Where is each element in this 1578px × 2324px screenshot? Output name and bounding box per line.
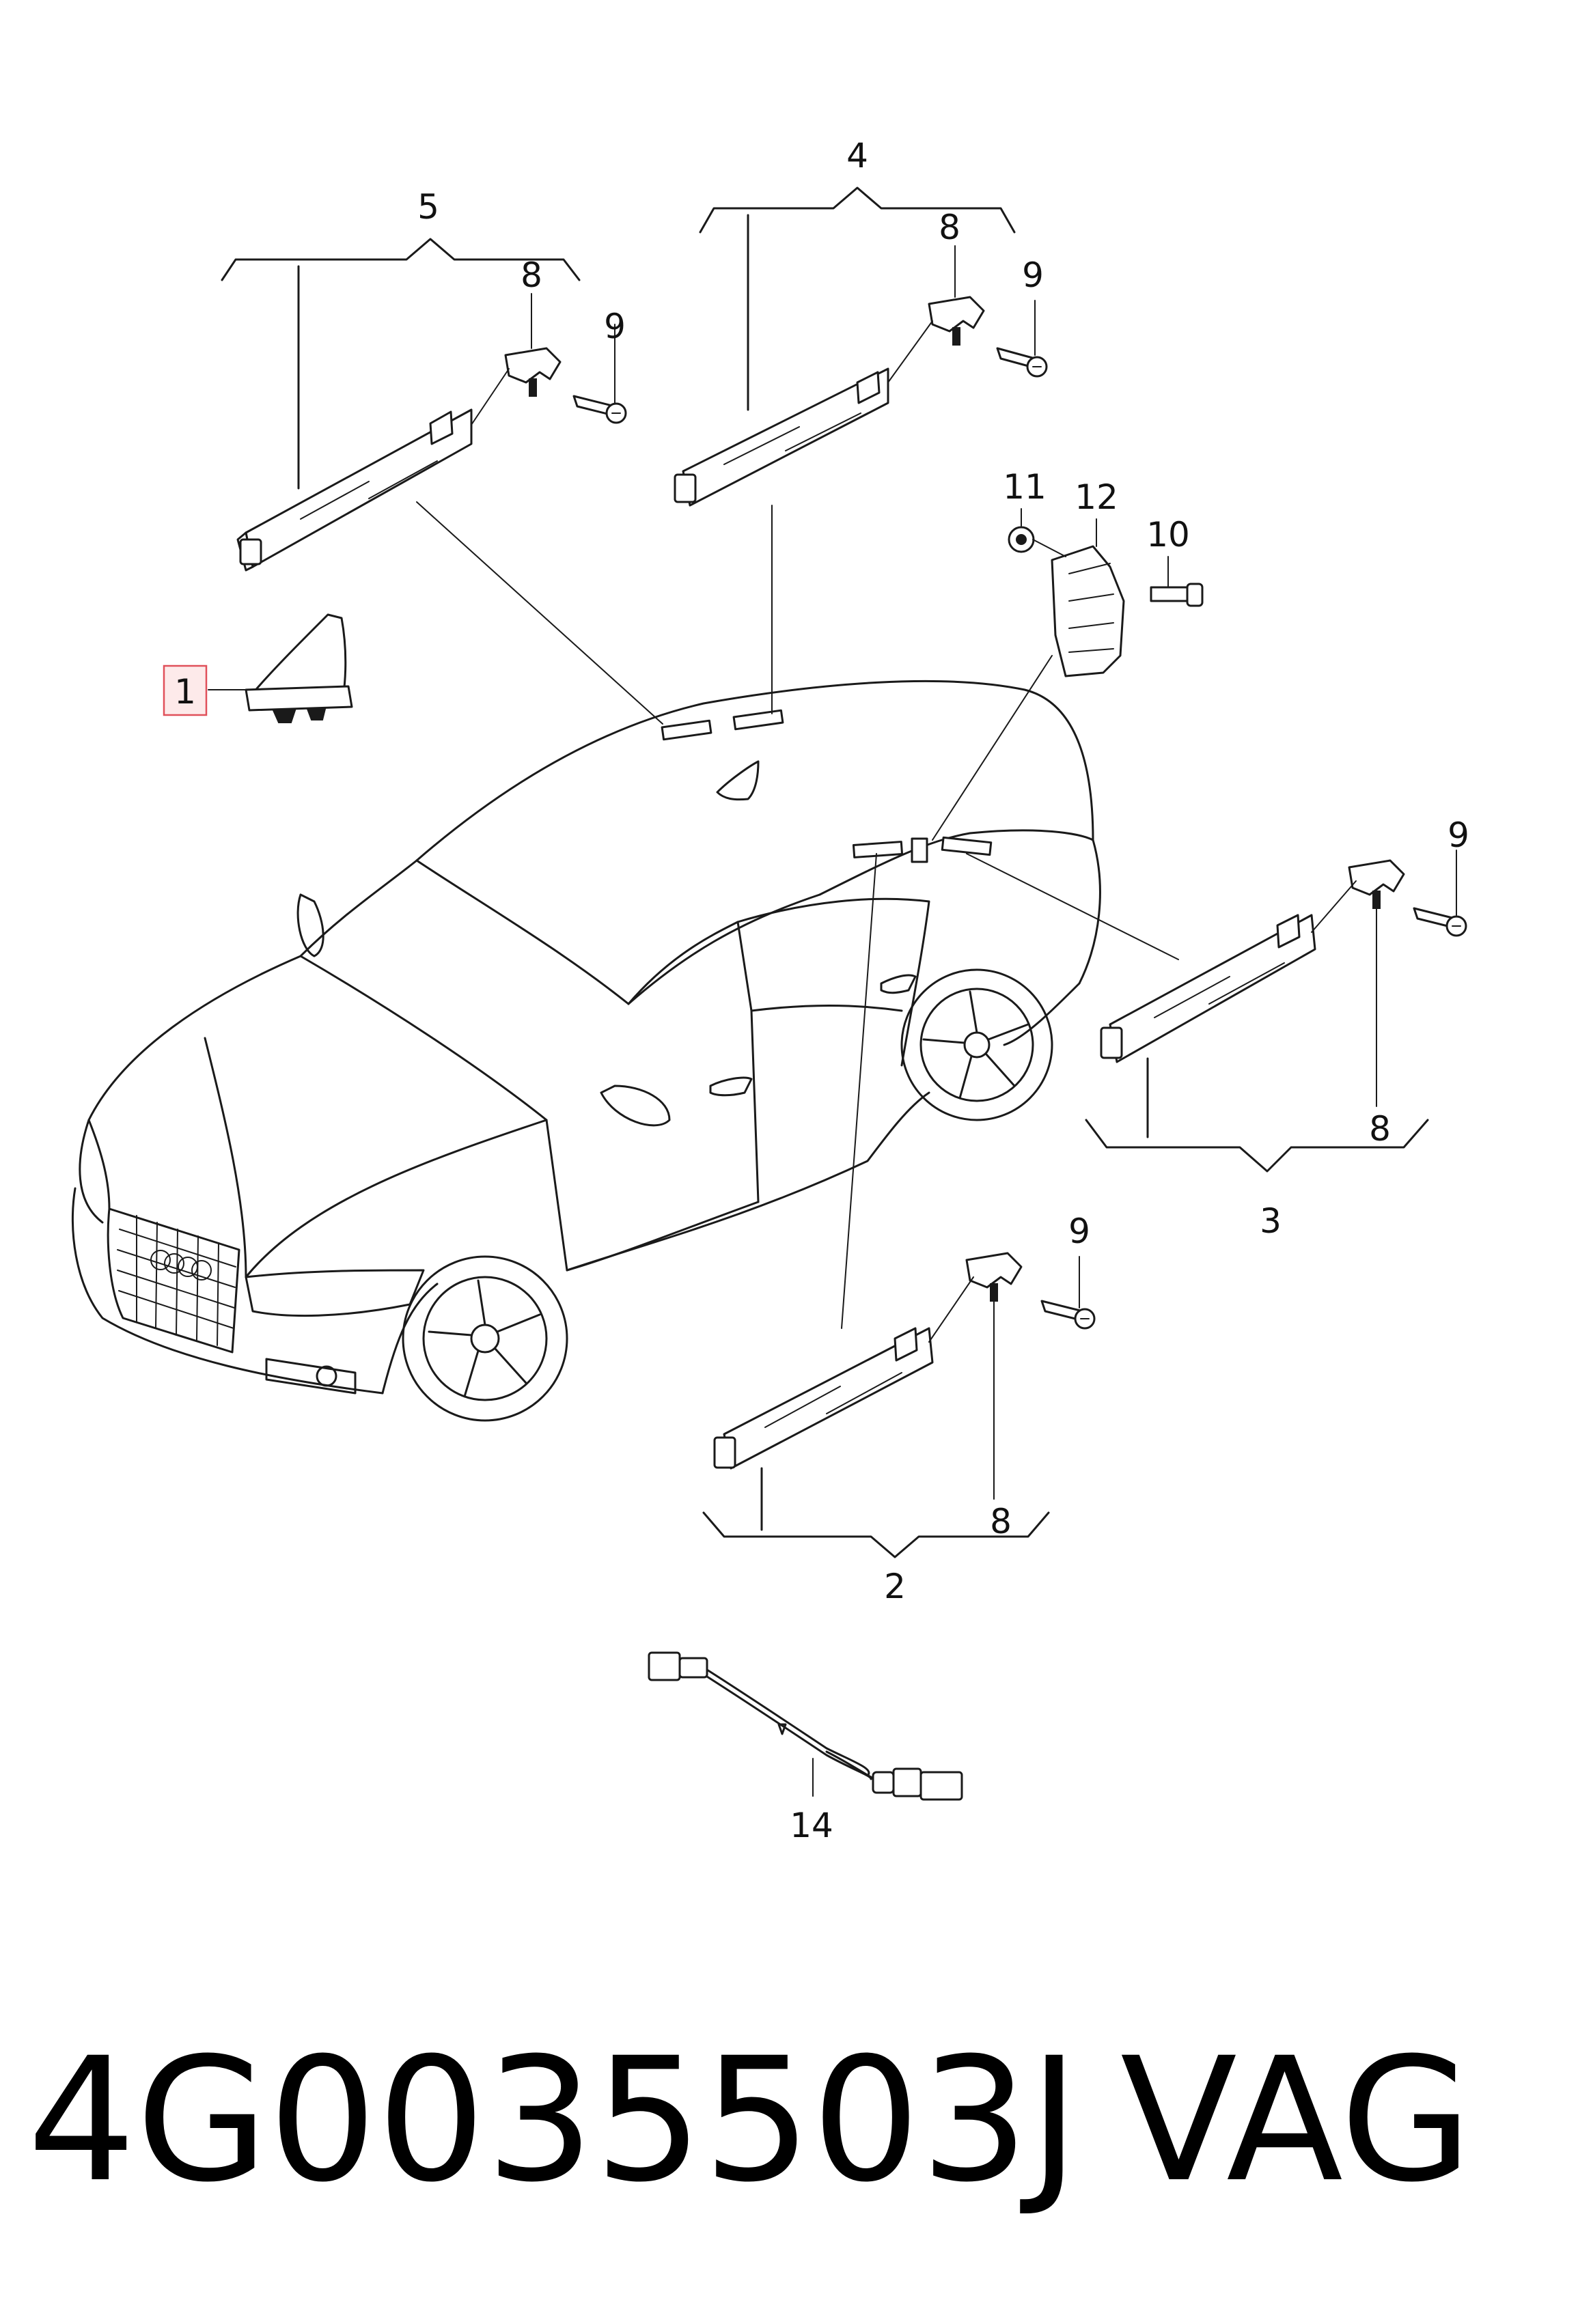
- callout-9-top-left: 9: [604, 307, 626, 346]
- nut-11: [1008, 526, 1035, 553]
- antenna-cable-14: [648, 1651, 963, 1801]
- mounting-bracket-12: [1051, 545, 1125, 677]
- clip-5: [504, 347, 562, 397]
- screw-3: [1413, 907, 1467, 937]
- rear-wheel: [900, 968, 1053, 1121]
- part-number-caption: 4G0035503J: [27, 2021, 1079, 2220]
- callout-9-top-right: 9: [1022, 255, 1044, 295]
- callout-1: 1: [174, 672, 196, 712]
- front-wheel: [402, 1255, 568, 1422]
- callout-8-top-right: 8: [939, 208, 960, 247]
- brand-caption: VAG: [1120, 2021, 1473, 2220]
- callout-2: 2: [884, 1567, 906, 1606]
- callout-11: 11: [1003, 467, 1047, 507]
- car-illustration: [71, 680, 1101, 1422]
- callout-8-top-left: 8: [521, 255, 542, 295]
- callout-14: 14: [790, 1806, 833, 1845]
- callout-9-bottom: 9: [1068, 1212, 1090, 1251]
- antenna-amplifier-5: [236, 408, 473, 572]
- callout-8-right: 8: [1369, 1109, 1391, 1149]
- antenna-amplifier-2: [713, 1327, 934, 1470]
- grille-mesh: [117, 1215, 236, 1346]
- screw-2: [1040, 1300, 1096, 1330]
- callout-5: 5: [417, 187, 439, 227]
- screw-4: [996, 347, 1048, 378]
- callout-9-right: 9: [1448, 815, 1469, 855]
- callout-12: 12: [1075, 477, 1118, 517]
- antenna-amplifier-4: [674, 367, 889, 507]
- antenna-amplifier-3: [1100, 914, 1316, 1063]
- bolt-10: [1150, 583, 1204, 607]
- clip-3: [1348, 859, 1405, 909]
- clip-2: [965, 1252, 1023, 1302]
- clip-4: [928, 296, 985, 346]
- callout-4: 4: [846, 136, 868, 176]
- highlight-box: [163, 664, 208, 716]
- callout-8-bottom: 8: [990, 1502, 1012, 1541]
- screw-5: [572, 395, 627, 424]
- brand-rings-emblem: [150, 1250, 212, 1280]
- callout-10: 10: [1146, 515, 1190, 555]
- callout-3: 3: [1260, 1201, 1282, 1241]
- roof-fin-antenna: [245, 613, 353, 723]
